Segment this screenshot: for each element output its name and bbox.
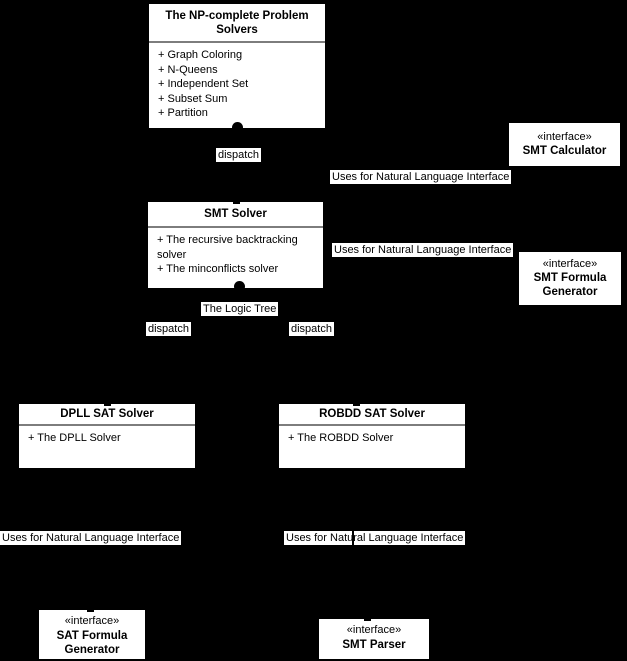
attribute: + The DPLL Solver	[28, 432, 121, 444]
connector-line-segment	[352, 527, 354, 548]
edge-label-uses-nl-interface: Uses for Natural Language Interface	[0, 531, 182, 545]
edge-label-uses-nl-interface: Uses for Natural Language Interface	[330, 170, 512, 184]
arrowhead-icon	[353, 402, 360, 406]
interface-box-smt-calculator: «interface» SMT Calculator	[507, 121, 622, 168]
class-box-smt-solver: SMT Solver + The recursive backtracking …	[146, 200, 325, 290]
class-title: DPLL SAT Solver	[19, 404, 195, 426]
class-title: The NP-complete Problem Solvers	[149, 4, 325, 43]
class-box-dpll-sat-solver: DPLL SAT Solver + The DPLL Solver	[17, 402, 197, 470]
edge-label-dispatch: dispatch	[216, 148, 261, 162]
arrowhead-icon	[87, 608, 94, 612]
edge-label-dispatch: dispatch	[289, 322, 334, 336]
attribute: + N-Queens	[158, 63, 218, 76]
class-attributes: + Graph Coloring + N-Queens + Independen…	[149, 43, 325, 121]
interface-name: SMT Parser	[342, 638, 406, 651]
edge-label-uses-nl-interface: Uses for Natural Language Interface	[332, 243, 514, 257]
class-attributes: + The recursive backtracking solver + Th…	[148, 228, 323, 277]
interface-box-smt-parser: «interface» SMT Parser	[317, 617, 431, 661]
edge-label-uses-nl-interface: Uses for Natural Language Interface	[284, 531, 466, 545]
interface-box-sat-formula-generator: «interface» SAT Formula Generator	[37, 608, 147, 661]
attribute: + Partition	[158, 107, 208, 119]
attribute: + The recursive backtracking solver	[157, 234, 298, 261]
class-title: ROBDD SAT Solver	[279, 404, 465, 426]
interface-name: SMT Formula	[533, 272, 607, 285]
edge-label-logic-tree: The Logic Tree	[201, 302, 279, 316]
arrowhead-icon	[364, 617, 371, 621]
attribute: + Graph Coloring	[158, 49, 243, 61]
interface-stereotype: «interface»	[64, 615, 120, 627]
interface-name: SAT Formula	[56, 629, 128, 642]
interface-name: SMT Calculator	[522, 145, 607, 158]
interface-name: Generator	[64, 643, 120, 656]
class-box-robdd-sat-solver: ROBDD SAT Solver + The ROBDD Solver	[277, 402, 467, 470]
interface-stereotype: «interface»	[537, 130, 592, 143]
attribute: + The minconflicts solver	[157, 263, 279, 275]
ball-connector-icon	[234, 281, 245, 292]
interface-stereotype: «interface»	[346, 624, 402, 636]
edge-label-dispatch: dispatch	[146, 322, 191, 336]
ball-connector-icon	[232, 122, 243, 133]
interface-stereotype: «interface»	[542, 257, 598, 270]
attribute: + Independent Set	[158, 78, 249, 90]
class-title: SMT Solver	[148, 202, 323, 228]
attribute: + Subset Sum	[158, 92, 228, 105]
interface-box-smt-formula-generator: «interface» SMT Formula Generator	[517, 250, 623, 307]
arrowhead-icon	[104, 402, 111, 406]
class-box-np-complete-problem-solvers: The NP-complete Problem Solvers + Graph …	[147, 2, 327, 130]
class-attributes: + The DPLL Solver	[19, 426, 195, 446]
arrowhead-icon	[233, 200, 240, 204]
attribute: + The ROBDD Solver	[288, 432, 394, 444]
interface-name: Generator	[542, 286, 598, 299]
class-attributes: + The ROBDD Solver	[279, 426, 465, 446]
